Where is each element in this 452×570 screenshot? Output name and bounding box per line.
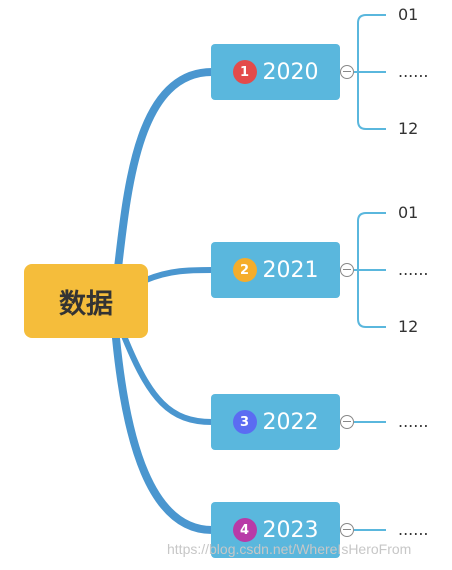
- leaf-bracket-2020: [357, 14, 386, 130]
- leaf-item[interactable]: 12: [398, 317, 419, 336]
- root-label: 数据: [59, 288, 113, 320]
- node-label: 2022: [262, 409, 319, 435]
- leaf-item[interactable]: 01: [398, 203, 419, 222]
- node-label: 2020: [262, 59, 319, 85]
- node-2022[interactable]: 3 2022: [211, 394, 340, 450]
- connector-2023: [112, 334, 216, 534]
- number-badge-icon: 3: [232, 410, 257, 434]
- node-label: 2021: [262, 257, 319, 283]
- leaf-item[interactable]: ......: [398, 260, 429, 279]
- collapse-toggle-2020[interactable]: [340, 65, 354, 79]
- leaf-item[interactable]: ......: [398, 412, 429, 431]
- collapse-toggle-2022[interactable]: [340, 415, 354, 429]
- collapse-toggle-2021[interactable]: [340, 263, 354, 277]
- connector-2021: [143, 267, 215, 283]
- number-badge-icon: 2: [232, 258, 257, 282]
- collapse-toggle-2023[interactable]: [340, 523, 354, 537]
- node-2023[interactable]: 4 2023: [211, 502, 340, 558]
- node-2020[interactable]: 1 2020: [211, 44, 340, 100]
- number-badge-icon: 4: [232, 518, 257, 542]
- connector-2020: [114, 68, 216, 272]
- number-badge-icon: 1: [232, 60, 257, 84]
- node-label: 2023: [262, 517, 319, 543]
- leaf-item[interactable]: ......: [398, 62, 429, 81]
- connector-2022: [121, 333, 215, 425]
- root-node[interactable]: 数据: [24, 264, 148, 338]
- leaf-item[interactable]: ......: [398, 520, 429, 539]
- leaf-bracket-2021: [357, 212, 386, 328]
- node-2021[interactable]: 2 2021: [211, 242, 340, 298]
- watermark: https://blog.csdn.net/WhereIsHeroFrom: [167, 541, 412, 557]
- leaf-item[interactable]: 01: [398, 5, 419, 24]
- leaf-item[interactable]: 12: [398, 119, 419, 138]
